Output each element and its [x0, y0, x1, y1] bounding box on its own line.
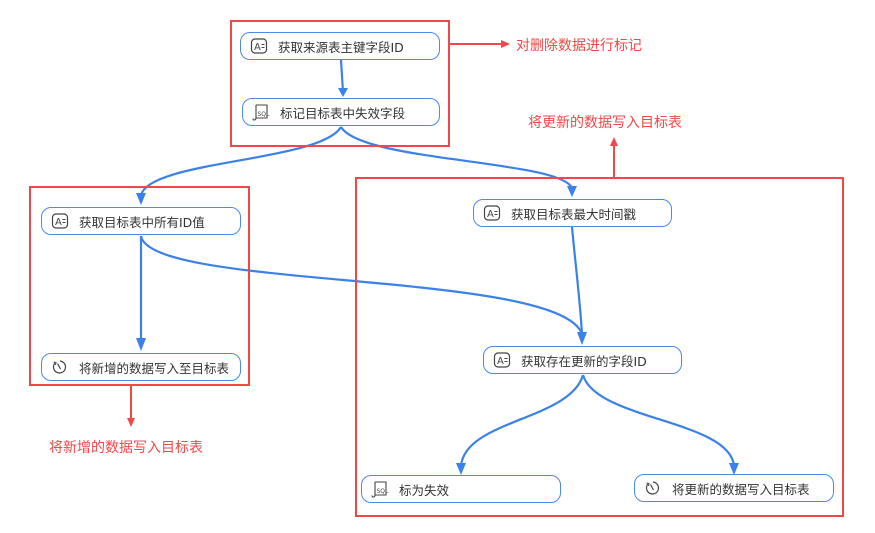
svg-text:A: A	[254, 42, 261, 53]
node-get-max-timestamp[interactable]: A 获取目标表最大时间戳	[473, 199, 672, 227]
node-write-updated-data[interactable]: 将更新的数据写入目标表	[634, 474, 834, 502]
node-label: 标记目标表中失效字段	[280, 105, 406, 121]
node-label: 获取目标表最大时间戳	[511, 206, 637, 222]
node-get-updated-field-ids[interactable]: A 获取存在更新的字段ID	[483, 346, 682, 374]
svg-text:A: A	[55, 217, 62, 228]
update-group	[355, 177, 844, 517]
annotation-delete: 对删除数据进行标记	[516, 38, 642, 54]
arrowhead	[567, 186, 577, 197]
node-label: 将新增的数据写入至目标表	[79, 360, 230, 376]
node-mark-invalid-fields[interactable]: SQL 标记目标表中失效字段	[242, 98, 440, 126]
variable-icon: A	[483, 205, 501, 221]
edge-n5-n6	[570, 226, 584, 335]
variable-icon: A	[250, 38, 268, 54]
arrowhead	[338, 88, 348, 97]
annotation-insert: 将新增的数据写入目标表	[49, 440, 203, 456]
node-label: 获取来源表主键字段ID	[278, 39, 404, 55]
variable-icon: A	[493, 352, 511, 368]
arrowhead	[729, 463, 739, 475]
variable-icon: A	[51, 213, 69, 229]
node-write-new-data[interactable]: 将新增的数据写入至目标表	[41, 353, 241, 381]
node-label: 获取存在更新的字段ID	[521, 353, 647, 369]
edge-n1-n2	[339, 59, 345, 93]
node-get-all-target-ids[interactable]: A 获取目标表中所有ID值	[41, 207, 241, 235]
node-mark-invalid[interactable]: SQL 标为失效	[361, 475, 561, 503]
edge-n2-n3	[139, 126, 342, 196]
arrowhead	[127, 418, 135, 427]
svg-text:A: A	[487, 209, 494, 220]
annotation-update: 将更新的数据写入目标表	[528, 115, 682, 131]
arrowhead	[456, 463, 466, 475]
svg-text:SQL: SQL	[377, 488, 390, 495]
node-get-source-key-id[interactable]: A 获取来源表主键字段ID	[240, 32, 440, 60]
node-label: 获取目标表中所有ID值	[79, 214, 205, 230]
arrowhead	[610, 137, 618, 146]
node-label: 标为失效	[399, 482, 450, 498]
arrowhead	[501, 40, 510, 48]
delete-marking-group	[230, 20, 450, 147]
edge-n6-n8	[581, 374, 736, 467]
svg-text:A: A	[497, 356, 504, 367]
arrowhead	[136, 338, 146, 351]
sync-icon	[52, 360, 67, 374]
arrowhead	[136, 193, 146, 205]
sync-icon	[645, 481, 660, 495]
node-label: 将更新的数据写入目标表	[672, 481, 810, 497]
sql-script-icon: SQL	[371, 481, 390, 498]
insert-new-group	[29, 186, 250, 386]
svg-text:SQL: SQL	[258, 111, 271, 118]
arrowhead	[577, 332, 587, 345]
sql-script-icon: SQL	[252, 104, 271, 121]
edge-n6-n7	[459, 374, 585, 467]
